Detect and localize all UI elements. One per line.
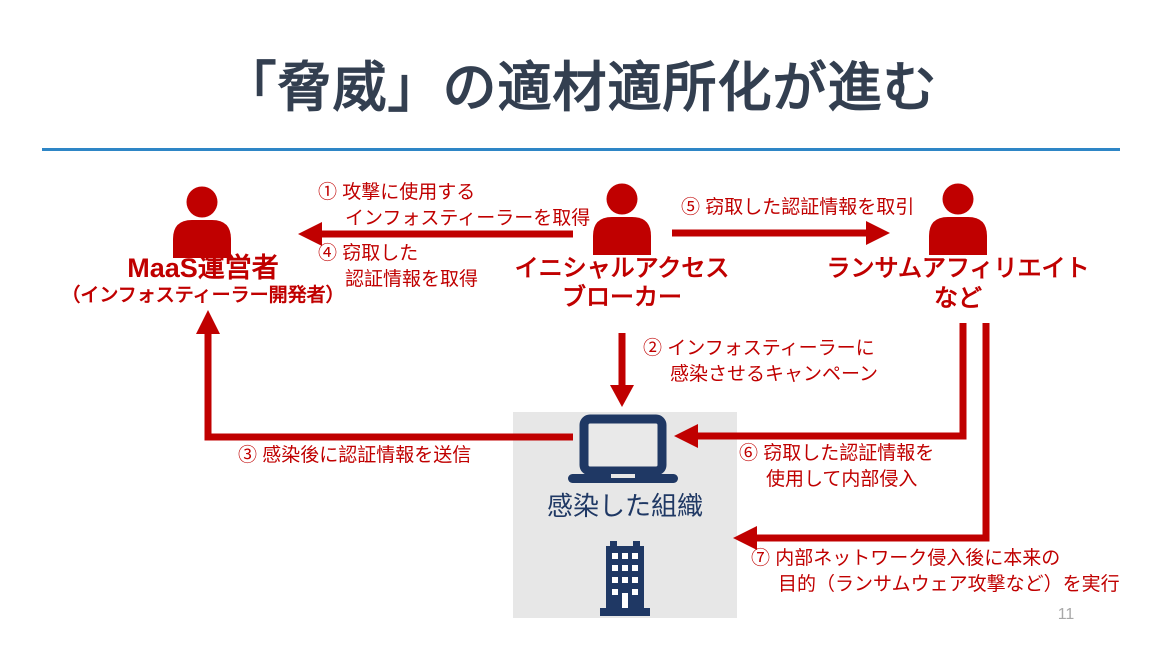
actor-affiliate-name: ランサムアフィリエイト など	[788, 254, 1128, 314]
flow-7-line2: 目的（ランサムウェア攻撃など）を実行	[778, 574, 1120, 595]
flow-2-label: ② インフォスティーラーに 感染させるキャンペーン	[643, 336, 878, 388]
building-icon	[600, 541, 650, 616]
actor-maas-subtitle: （インフォスティーラー開発者）	[61, 285, 345, 306]
flow-4-line2: 認証情報を取得	[345, 269, 479, 290]
person-icon	[593, 183, 651, 255]
flow-1-label: ① 攻撃に使用する インフォスティーラーを取得	[318, 180, 590, 232]
flow-1-line1: ① 攻撃に使用する	[318, 182, 476, 203]
flow-5-label: ⑤ 窃取した認証情報を取引	[681, 197, 915, 218]
flow-1-line2: インフォスティーラーを取得	[345, 208, 591, 229]
flow-6-line1: ⑥ 窃取した認証情報を	[739, 443, 935, 464]
arrowhead-flow-2	[610, 385, 634, 407]
flow-6-label: ⑥ 窃取した認証情報を 使用して内部侵入	[739, 441, 934, 493]
person-icon	[173, 186, 231, 258]
actor-affiliate-name-line1: ランサムアフィリエイト	[826, 255, 1090, 282]
arrowhead-flow-5	[866, 221, 890, 245]
actor-affiliate-name-line2: など	[934, 285, 982, 312]
actor-broker-name-line2: ブローカー	[562, 284, 682, 311]
infected-organization-label: 感染した組織	[546, 491, 703, 521]
flow-3-label: ③ 感染後に認証情報を送信	[238, 445, 472, 466]
flow-7-label: ⑦ 内部ネットワーク侵入後に本来の 目的（ランサムウェア攻撃など）を実行	[751, 546, 1120, 598]
flow-2-line1: ② インフォスティーラーに	[643, 338, 875, 359]
page-number: 11	[1057, 606, 1075, 623]
flow-2-line2: 感染させるキャンペーン	[670, 364, 879, 385]
actor-broker-name: イニシャルアクセス ブローカー	[472, 254, 772, 312]
flow-6-line2: 使用して内部侵入	[766, 469, 918, 490]
flow-7-line1: ⑦ 内部ネットワーク侵入後に本来の	[751, 548, 1061, 569]
page-title: 「脅威」の適材適所化が進む	[222, 58, 938, 118]
title-divider-line	[42, 148, 1120, 151]
flow-4-line1: ④ 窃取した	[318, 243, 419, 264]
laptop-icon	[568, 414, 678, 483]
actor-maas-name: MaaS運営者	[127, 253, 279, 283]
actor-broker-name-line1: イニシャルアクセス	[514, 255, 730, 282]
person-icon	[929, 183, 987, 255]
flow-4-label: ④ 窃取した 認証情報を取得	[318, 241, 478, 293]
arrowhead-flow-3	[196, 310, 220, 334]
